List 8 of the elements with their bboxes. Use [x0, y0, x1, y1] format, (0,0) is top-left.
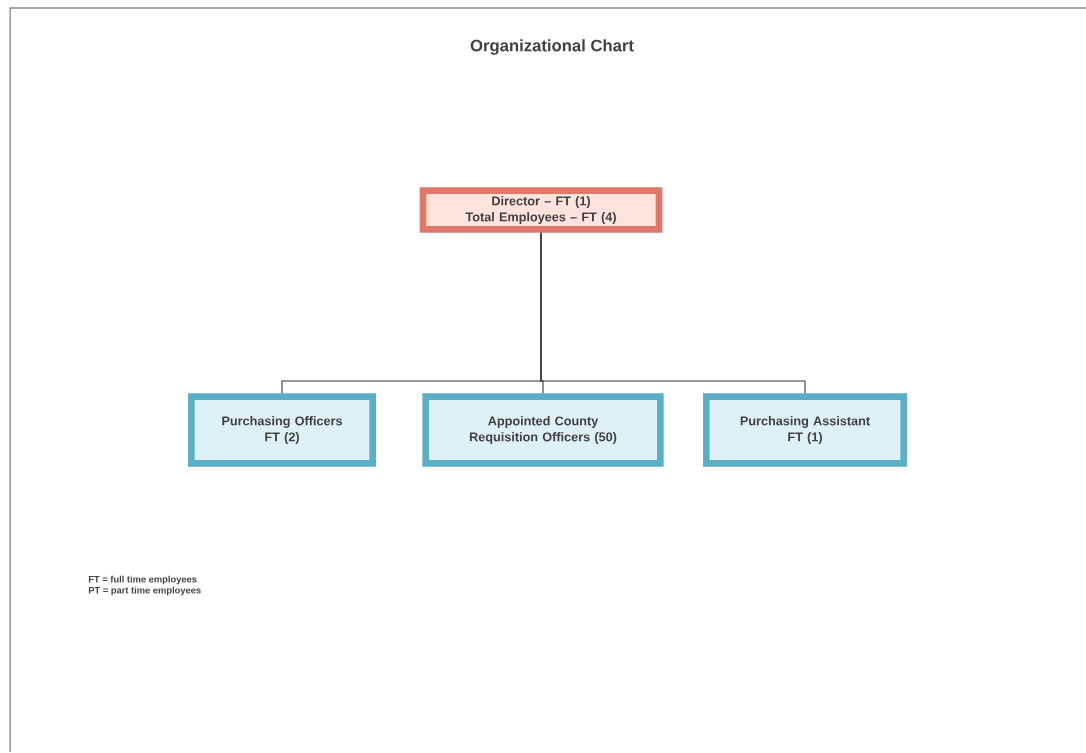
legend-note: FT = full time employees: [88, 575, 197, 585]
position-box: Purchasing Assistant FT (1): [703, 393, 907, 467]
connector-line: [540, 232, 806, 394]
position-box: Appointed County Requisition Officers (50): [422, 393, 664, 467]
position-box: Director – FT (1) Total Employees – FT (4): [419, 187, 663, 233]
position-box: Purchasing Officers FT (2): [188, 393, 376, 467]
legend-note: PT = part time employees: [88, 586, 201, 596]
chart-title: Organizational Chart: [470, 39, 634, 55]
